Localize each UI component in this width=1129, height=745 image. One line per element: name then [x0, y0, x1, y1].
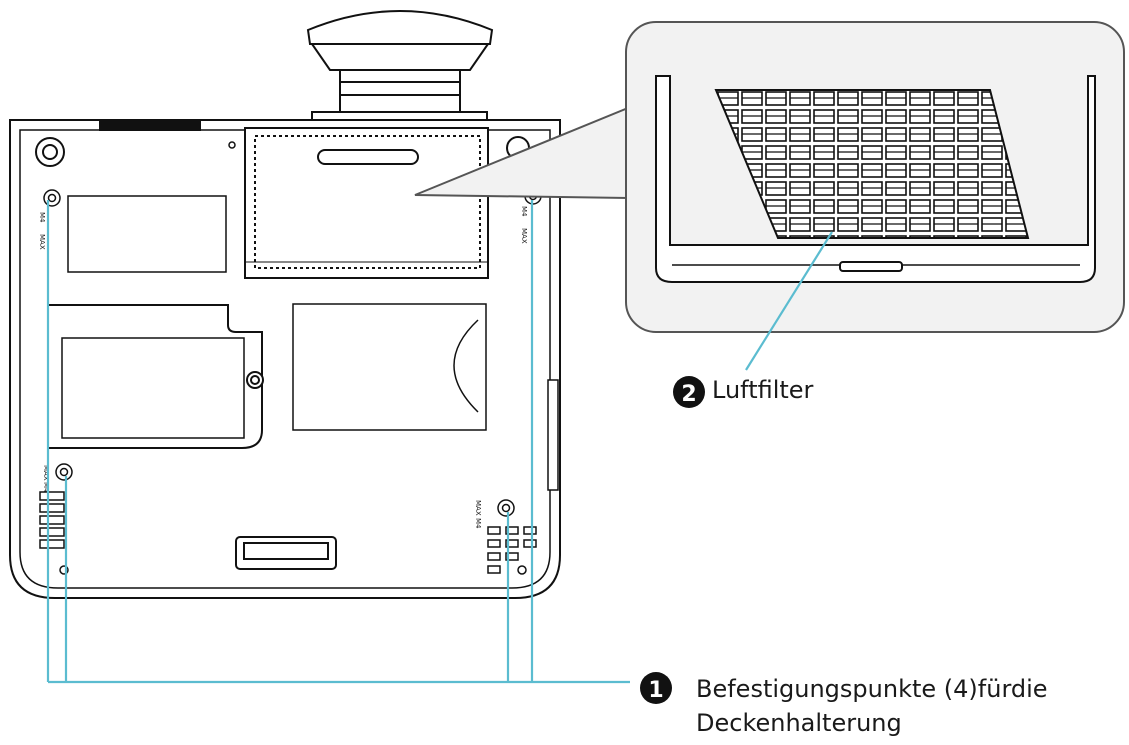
- label-area: [292, 303, 487, 431]
- leader-lines: [46, 200, 833, 684]
- callout-2-number: 2: [681, 382, 696, 407]
- leader-filter: [745, 231, 833, 371]
- callout-mounting-points: 1 Befestigungspunkte (4)fürdie Deckenhal…: [640, 672, 1048, 737]
- filter-cover: [244, 127, 489, 279]
- bottom-handle: [235, 536, 337, 570]
- callout-1-badge: [640, 672, 672, 704]
- mounting-hole-bottom-left: [55, 463, 73, 481]
- mounting-hole-top-left: [43, 189, 61, 207]
- filter-frame: [655, 75, 1096, 283]
- lamp-cover: [47, 304, 264, 449]
- filter-grid: [714, 89, 1030, 239]
- callout-1-label-line1: Befestigungspunkte (4)fürdie: [696, 675, 1048, 703]
- right-vents: [487, 526, 537, 574]
- screw-mark-m4: M4: [474, 518, 482, 529]
- callout-2-label: Luftfilter: [712, 376, 814, 404]
- screw-mark-m4: M4: [42, 482, 50, 493]
- screw-mark-m4: M4: [38, 212, 46, 223]
- screw-mark-max: MAX: [38, 234, 46, 250]
- callout-1-number: 1: [648, 678, 663, 703]
- mounting-hole-bottom-right: [497, 499, 515, 517]
- screw-mark-m4: M4: [520, 206, 528, 217]
- callout-2-badge: [673, 376, 705, 408]
- left-upper-panel: [67, 195, 227, 273]
- screw-mark-max: MAX: [42, 465, 50, 481]
- screw-marks: MAX M4 MAX M4 MAX M4 MAX M4: [38, 206, 528, 529]
- callout-1-label-line2: Deckenhalterung: [696, 709, 902, 737]
- projector-lens: [306, 10, 494, 121]
- side-connector: [547, 379, 559, 491]
- callout-air-filter: 2 Luftfilter: [673, 376, 814, 408]
- screw-mark-max: MAX: [474, 500, 482, 516]
- left-vents: [39, 491, 65, 549]
- screw-mark-max: MAX: [520, 228, 528, 244]
